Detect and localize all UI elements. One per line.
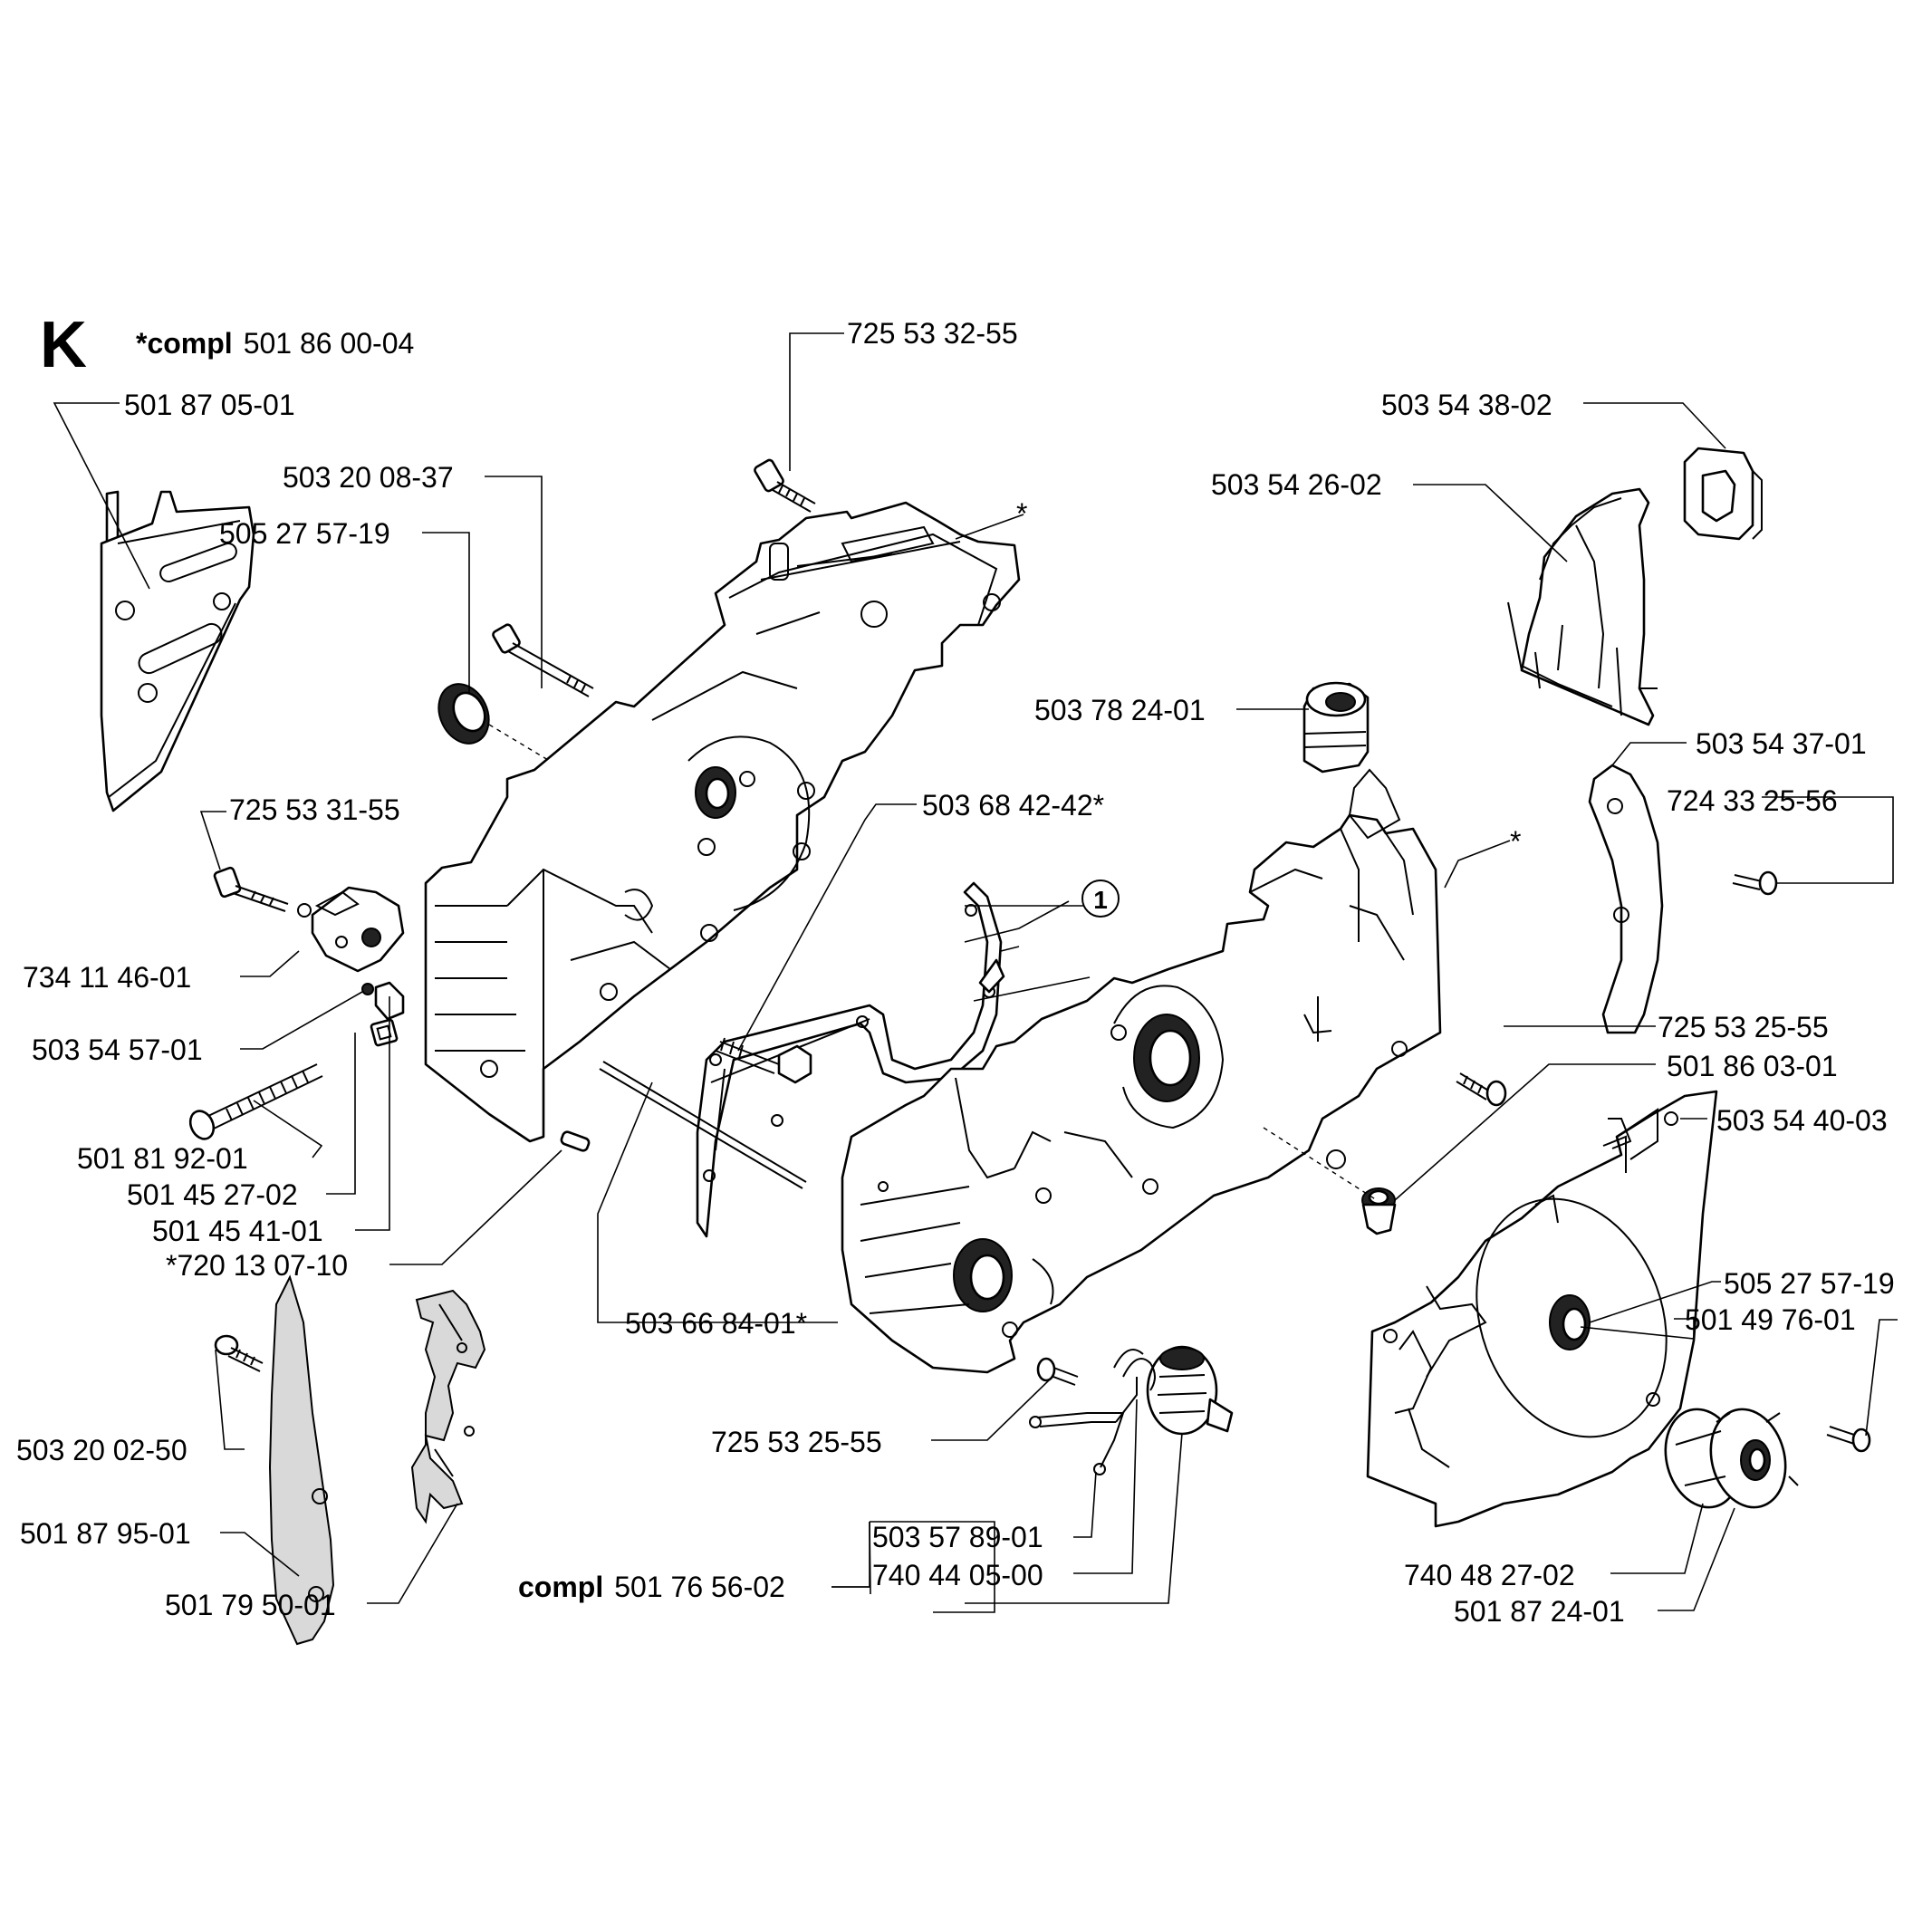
section-letter: K bbox=[40, 309, 87, 381]
part-number-label: 501 87 95-01 bbox=[20, 1517, 191, 1550]
part-number-label: 503 57 89-01 bbox=[872, 1521, 1043, 1553]
bolt-drawing bbox=[492, 623, 594, 697]
adjusting-screw-drawing bbox=[188, 1063, 323, 1140]
part-number-label: 505 27 57-19 bbox=[219, 517, 390, 550]
sub-assembly-title: compl 501 76 56-02 bbox=[518, 1571, 785, 1603]
clutch-drum-drawing bbox=[1664, 1408, 1799, 1509]
side-cover-drawing bbox=[1366, 1090, 1718, 1528]
part-number-label: 725 53 25-55 bbox=[1658, 1011, 1829, 1043]
crankcase-bolt-drawing bbox=[715, 1037, 812, 1084]
callout-marker: 1 bbox=[1081, 879, 1120, 918]
pipe-bracket-drawing bbox=[1029, 1377, 1138, 1475]
screw-drawing bbox=[754, 458, 816, 513]
part-number-label: 503 54 38-02 bbox=[1381, 389, 1552, 421]
adjuster-nut-drawing bbox=[361, 981, 405, 1047]
grommet-drawing bbox=[1361, 1187, 1397, 1235]
part-number-label: 501 86 03-01 bbox=[1667, 1050, 1838, 1082]
star-mark: * bbox=[1016, 497, 1027, 530]
filler-cap-drawing bbox=[1302, 681, 1370, 774]
bumper-spike-drawing bbox=[410, 1289, 486, 1524]
part-number-label: 740 44 05-00 bbox=[872, 1559, 1043, 1591]
part-number-label: 503 66 84-01* bbox=[625, 1307, 807, 1340]
gasket-drawing bbox=[696, 881, 1005, 1238]
part-number-label: 734 11 46-01 bbox=[23, 961, 191, 994]
part-number-label: 501 45 27-02 bbox=[127, 1178, 298, 1211]
sub-assembly-number: 501 76 56-02 bbox=[614, 1571, 785, 1603]
screw-lower-drawing bbox=[1036, 1357, 1079, 1386]
part-number-label: 503 68 42-42* bbox=[922, 789, 1104, 822]
part-number-label: 503 54 26-02 bbox=[1211, 468, 1382, 501]
small-screw-drawing bbox=[1732, 870, 1778, 896]
assembly-prefix: *compl bbox=[136, 327, 233, 360]
part-number-label: 503 20 08-37 bbox=[283, 461, 454, 494]
intake-gasket-drawing bbox=[1683, 447, 1763, 541]
part-number-label: 501 45 41-01 bbox=[152, 1215, 323, 1247]
screw-bottom-right-drawing bbox=[1826, 1426, 1871, 1453]
oil-tube-drawing bbox=[599, 1061, 807, 1189]
pin-drawing bbox=[560, 1130, 591, 1152]
star-mark: * bbox=[1510, 825, 1521, 858]
part-number-label: 725 53 32-55 bbox=[847, 317, 1018, 350]
part-number-label: 503 78 24-01 bbox=[1034, 694, 1206, 726]
sub-assembly-prefix: compl bbox=[518, 1571, 603, 1603]
part-number-label: 740 48 27-02 bbox=[1404, 1559, 1575, 1591]
bar-plate-drawing bbox=[268, 1274, 335, 1646]
screw-left-drawing bbox=[214, 1334, 264, 1372]
callout-number: 1 bbox=[1093, 886, 1108, 914]
assembly-title: *compl 501 86 00-04 bbox=[136, 327, 414, 360]
right-crankcase-drawing bbox=[841, 768, 1442, 1374]
part-number-label: *720 13 07-10 bbox=[166, 1249, 348, 1282]
bar-adjuster-drawing bbox=[213, 866, 405, 973]
part-number-label: 503 54 57-01 bbox=[32, 1033, 203, 1066]
part-number-label: 503 20 02-50 bbox=[16, 1434, 187, 1466]
chain-guard-plate-drawing bbox=[100, 490, 255, 812]
part-number-label: 501 79 50-01 bbox=[165, 1589, 336, 1621]
seal-ring-right-drawing bbox=[1263, 1127, 1378, 1201]
left-crankcase-drawing bbox=[424, 501, 1021, 1143]
oil-pump-drawing bbox=[1113, 1345, 1234, 1436]
deflector-strip-drawing bbox=[1588, 764, 1664, 1034]
assembly-number: 501 86 00-04 bbox=[244, 327, 415, 360]
seal-ring-drawing bbox=[437, 683, 581, 780]
part-number-label: 505 27 57-19 bbox=[1724, 1267, 1895, 1300]
part-number-label: 501 81 92-01 bbox=[77, 1142, 248, 1175]
part-number-label: 724 33 25-56 bbox=[1667, 784, 1838, 817]
part-number-label: 503 54 37-01 bbox=[1696, 727, 1867, 760]
screw-right-drawing bbox=[1456, 1072, 1507, 1107]
part-number-label: 501 87 05-01 bbox=[124, 389, 295, 421]
part-number-label: 725 53 25-55 bbox=[711, 1426, 882, 1458]
leader-lines bbox=[53, 332, 1898, 1613]
air-deflector-drawing bbox=[1507, 487, 1658, 726]
part-number-label: 503 54 40-03 bbox=[1716, 1104, 1888, 1137]
part-number-label: 725 53 31-55 bbox=[229, 793, 400, 826]
part-number-label: 501 49 76-01 bbox=[1685, 1303, 1856, 1336]
labels: K *compl 501 86 00-04 725 53 32-55 501 8… bbox=[16, 309, 1895, 1628]
part-number-label: 501 87 24-01 bbox=[1454, 1595, 1625, 1628]
